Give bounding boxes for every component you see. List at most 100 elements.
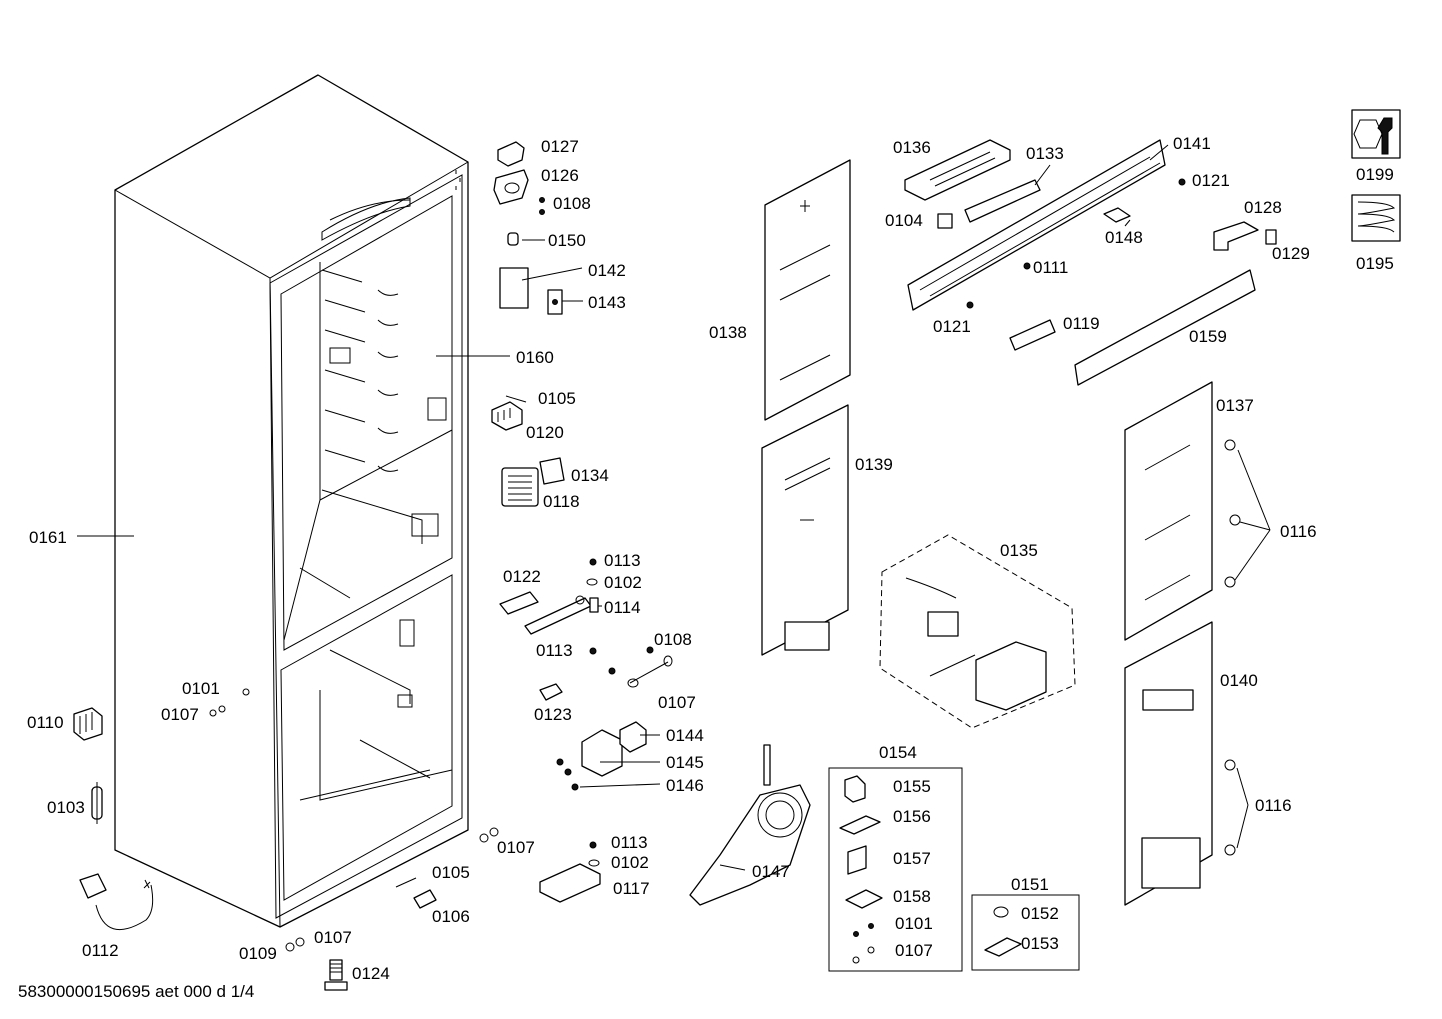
switch-0148 xyxy=(1103,207,1131,223)
group-label-0151: 0151 xyxy=(1011,875,1049,894)
hinge-0122-0114 xyxy=(499,591,599,635)
label-0158: 0158 xyxy=(893,887,931,906)
damper-0120 xyxy=(491,401,523,431)
clip-0127 xyxy=(497,141,525,167)
label-0129: 0129 xyxy=(1272,244,1310,263)
service-code-0195: 0195 xyxy=(1356,254,1394,273)
label-0111: 0111 xyxy=(1033,258,1068,277)
label-0104: 0104 xyxy=(885,211,923,230)
label-0152: 0152 xyxy=(1021,904,1059,923)
power-cord-0112 xyxy=(79,873,154,930)
label-0141: 0141 xyxy=(1173,134,1211,153)
label-0105: 0105 xyxy=(432,863,470,882)
label-0107: 0107 xyxy=(895,941,933,960)
label-0102: 0102 xyxy=(611,853,649,872)
cover-0142 xyxy=(499,267,529,309)
document-code: 58300000150695 aet 000 d 1/4 xyxy=(18,982,254,1001)
label-0116: 0116 xyxy=(1280,522,1317,541)
pin-0105-upper xyxy=(505,395,527,403)
label-0145: 0145 xyxy=(666,753,704,772)
label-0117: 0117 xyxy=(613,879,650,898)
label-0138: 0138 xyxy=(709,323,747,342)
leader-lines xyxy=(77,144,1271,871)
label-0114: 0114 xyxy=(604,598,641,617)
label-0121: 0121 xyxy=(933,317,971,336)
label-0113: 0113 xyxy=(604,551,641,570)
fridge-cabinet xyxy=(114,74,469,928)
screws-0121-0111 xyxy=(966,178,1186,309)
control-bar-0141 xyxy=(907,139,1166,311)
light-board-0133 xyxy=(964,179,1041,223)
label-0127: 0127 xyxy=(541,137,579,156)
panel-0138 xyxy=(764,159,851,421)
screw-0113-washer-0102 xyxy=(586,558,673,688)
foot-0124 xyxy=(324,959,348,991)
label-0140: 0140 xyxy=(1220,671,1258,690)
thermostat-0145-0144 xyxy=(556,721,647,791)
label-0107: 0107 xyxy=(497,838,535,857)
wrench-nut-icon xyxy=(1351,109,1401,159)
label-0156: 0156 xyxy=(893,807,931,826)
label-0108: 0108 xyxy=(654,630,692,649)
label-0146: 0146 xyxy=(666,776,704,795)
fan-0147 xyxy=(689,744,811,906)
label-0159: 0159 xyxy=(1189,327,1227,346)
label-0135: 0135 xyxy=(1000,541,1038,560)
pin-0105-and-cap-0106 xyxy=(395,877,437,909)
label-0116: 0116 xyxy=(1255,796,1292,815)
grille-0118 xyxy=(501,467,539,507)
label-0106: 0106 xyxy=(432,907,470,926)
label-0148: 0148 xyxy=(1105,228,1143,247)
hinge-0117 xyxy=(539,841,601,903)
label-0119: 0119 xyxy=(1063,314,1100,333)
trim-0159 xyxy=(1074,269,1256,386)
light-cover-0136 xyxy=(904,139,1011,201)
label-0126: 0126 xyxy=(541,166,579,185)
label-0134: 0134 xyxy=(571,466,609,485)
label-0107: 0107 xyxy=(658,693,696,712)
terminal-block-0110 xyxy=(73,707,103,741)
label-0139: 0139 xyxy=(855,455,893,474)
bulb-0150 xyxy=(507,232,519,246)
filter-0134 xyxy=(539,457,565,485)
label-0123: 0123 xyxy=(534,705,572,724)
label-0118: 0118 xyxy=(543,492,580,511)
label-0105: 0105 xyxy=(538,389,576,408)
label-0155: 0155 xyxy=(893,777,931,796)
label-0109: 0109 xyxy=(239,944,277,963)
label-0128: 0128 xyxy=(1244,198,1282,217)
label-0107: 0107 xyxy=(314,928,352,947)
label-0142: 0142 xyxy=(588,261,626,280)
label-0121: 0121 xyxy=(1192,171,1230,190)
panel-0137 xyxy=(1124,381,1213,641)
label-0113: 0113 xyxy=(536,641,573,660)
display-0119 xyxy=(1009,319,1056,351)
bracket-0123 xyxy=(539,683,563,701)
group-box-0151 xyxy=(971,894,1080,971)
label-0110: 0110 xyxy=(27,713,64,732)
label-0150: 0150 xyxy=(548,231,586,250)
coil-heater-icon xyxy=(1351,194,1401,242)
label-0143: 0143 xyxy=(588,293,626,312)
wiring-0135 xyxy=(879,534,1076,729)
holder-0126 xyxy=(493,169,529,205)
label-0153: 0153 xyxy=(1021,934,1059,953)
bracket-0128-0129 xyxy=(1213,221,1277,251)
label-0133: 0133 xyxy=(1026,144,1064,163)
label-0112: 0112 xyxy=(82,941,119,960)
connector-0104 xyxy=(937,213,953,229)
label-0160: 0160 xyxy=(516,348,554,367)
part-labels: 0127 0126 0108 0150 0142 0143 0160 0105 … xyxy=(18,134,1394,1001)
feet-0109-0107 xyxy=(285,827,499,952)
label-0107: 0107 xyxy=(161,705,199,724)
screws-0108 xyxy=(539,197,545,215)
label-0157: 0157 xyxy=(893,849,931,868)
label-0120: 0120 xyxy=(526,423,564,442)
switch-0143 xyxy=(547,289,563,315)
panel-0140 xyxy=(1124,621,1213,906)
panel-0139 xyxy=(761,404,849,656)
label-0103: 0103 xyxy=(47,798,85,817)
label-0122: 0122 xyxy=(503,567,541,586)
label-0108: 0108 xyxy=(553,194,591,213)
